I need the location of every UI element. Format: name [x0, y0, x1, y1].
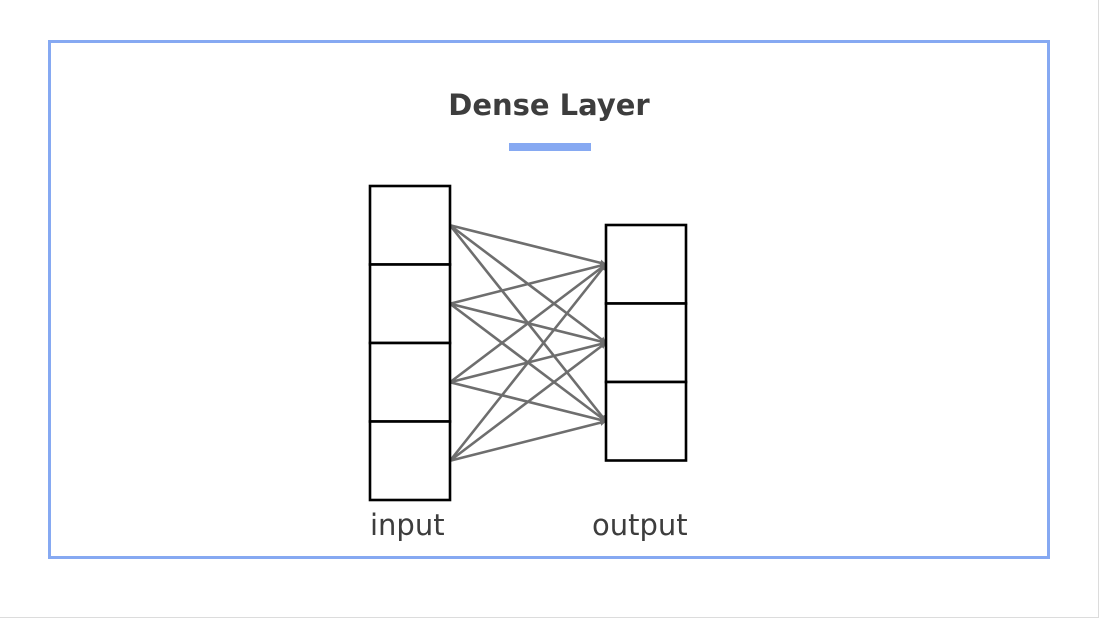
title-underline [509, 143, 591, 151]
input-unit-box [368, 420, 452, 502]
input-label: input [370, 508, 445, 542]
input-unit-box [368, 341, 452, 423]
dense-layer-diagram: input output [368, 184, 688, 542]
connection-arrow [449, 419, 607, 463]
output-label: output [592, 508, 688, 542]
connection-arrow [448, 263, 608, 462]
input-layer [368, 184, 452, 502]
page-right-border [1098, 0, 1099, 618]
connection-arrow [449, 223, 607, 266]
connection-arrow [449, 262, 607, 306]
output-unit-box [604, 223, 688, 305]
page-bottom-border [0, 617, 1099, 618]
output-unit-box [604, 380, 688, 462]
input-unit-box [368, 263, 452, 345]
input-unit-box [368, 184, 452, 266]
connection-arrow [449, 341, 607, 462]
output-unit-box [604, 302, 688, 384]
output-layer [604, 223, 688, 462]
connections [448, 223, 608, 463]
dense-layer-card: Dense Layer input output [48, 40, 1050, 559]
connection-arrow [449, 263, 607, 384]
card-title: Dense Layer [448, 88, 650, 122]
